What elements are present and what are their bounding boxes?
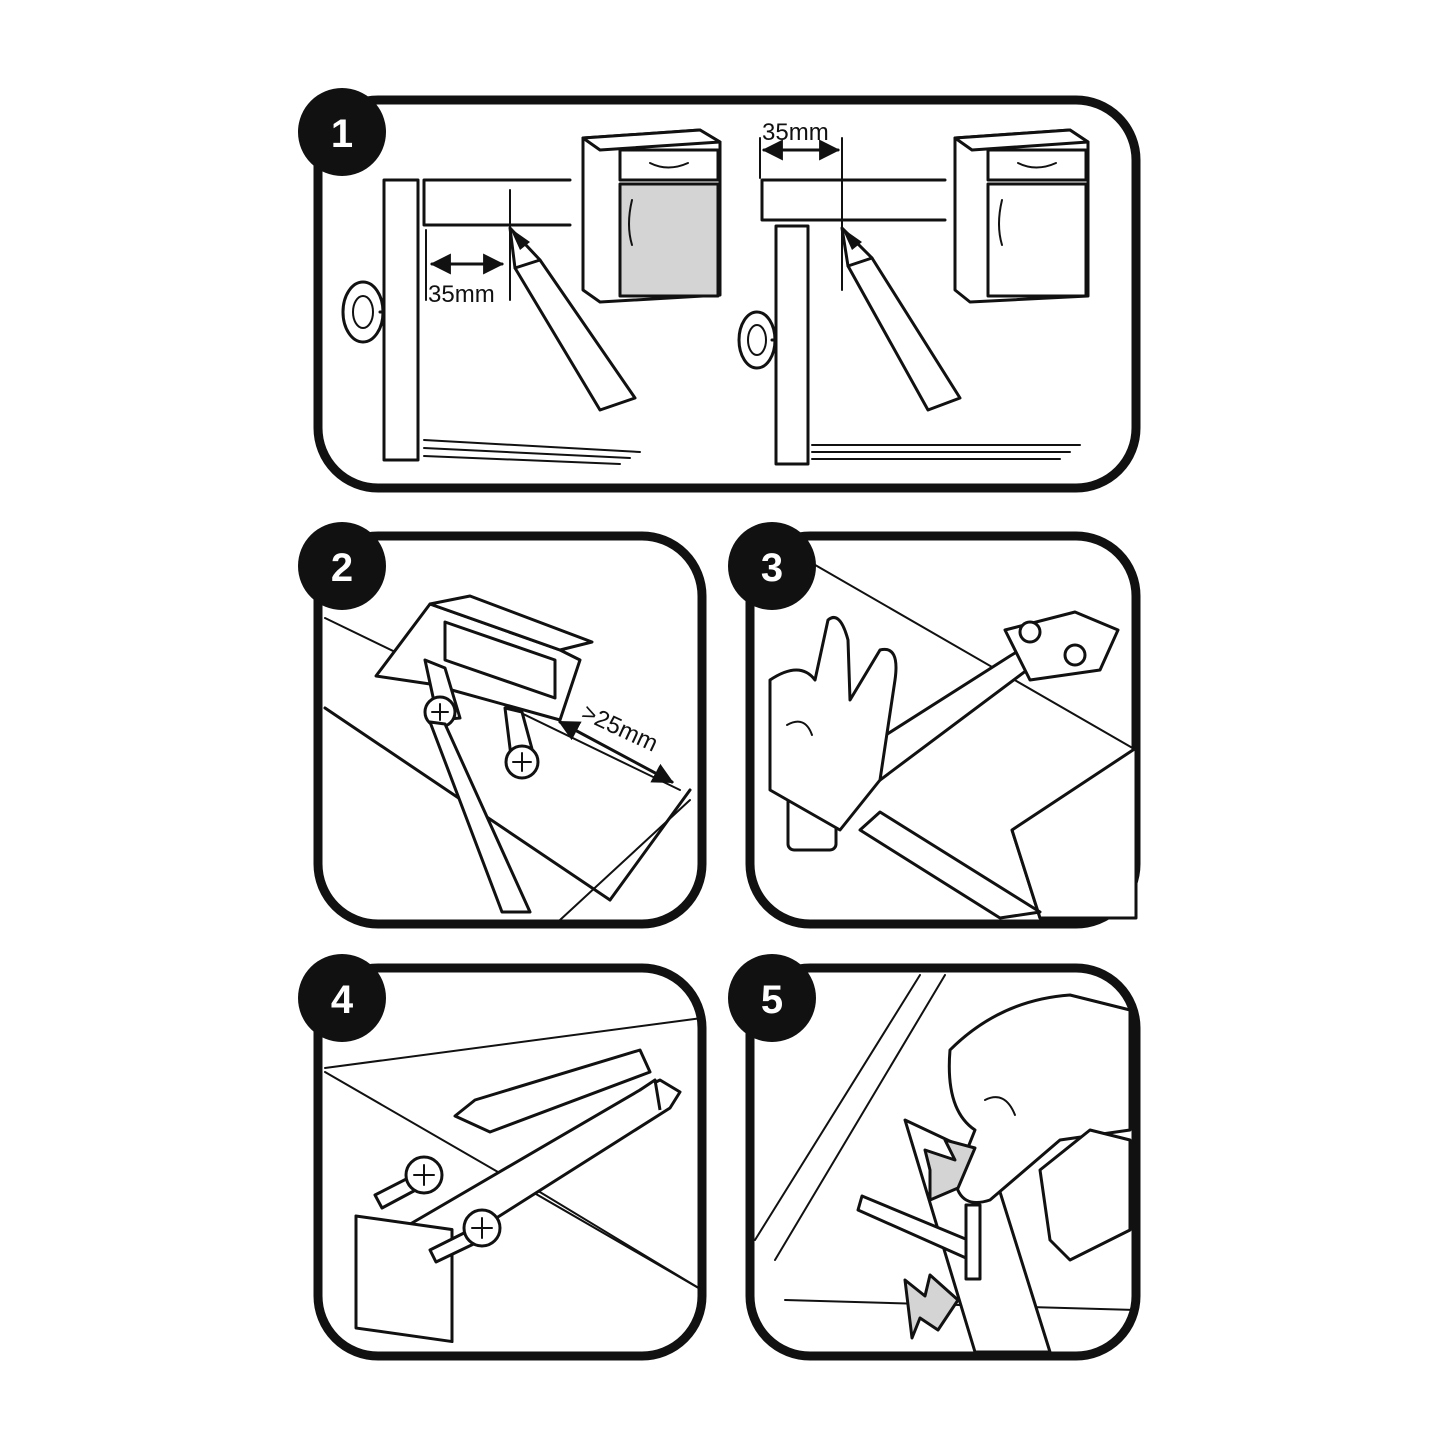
drawer-front-left	[382, 178, 420, 462]
cabinet-icon	[953, 128, 1090, 304]
step-badge: 4	[298, 954, 386, 1042]
drawer-front-right	[774, 224, 810, 466]
dimension-arrow	[558, 720, 674, 784]
knob-icon	[341, 280, 386, 344]
step-1-panel: 35mm 35mm	[298, 88, 1141, 493]
pencil-icon	[508, 226, 637, 412]
cabinet-icon	[581, 128, 722, 304]
screw-icon	[428, 1208, 502, 1264]
step-5-panel: 5	[728, 954, 1141, 1361]
latch-catch-icon	[964, 1203, 982, 1281]
screwdriver-icon	[428, 720, 532, 914]
dimension-label: 35mm	[428, 281, 495, 308]
step-2-panel: >25mm 2	[298, 522, 707, 929]
arrow-right-icon	[903, 1273, 960, 1340]
dimension-label: 35mm	[762, 119, 829, 146]
step-4-panel: 4	[298, 954, 707, 1361]
step-3-panel: 3	[728, 522, 1141, 929]
pencil-icon	[858, 810, 1042, 920]
svg-text:5: 5	[761, 978, 783, 1022]
svg-text:1: 1	[331, 112, 353, 156]
knob-icon	[737, 310, 778, 370]
step-badge: 2	[298, 522, 386, 610]
screw-icon	[373, 1155, 444, 1210]
hand-icon	[1038, 1128, 1132, 1262]
screw-icon	[503, 706, 540, 780]
step-badge: 3	[728, 522, 816, 610]
svg-text:2: 2	[331, 546, 353, 590]
pencil-icon	[840, 226, 962, 412]
svg-text:4: 4	[331, 978, 354, 1022]
svg-text:3: 3	[761, 546, 783, 590]
arrow-down-icon	[923, 1138, 977, 1202]
hand-icon	[768, 616, 898, 832]
step-badge: 5	[728, 954, 816, 1042]
screwdriver-icon	[453, 1048, 652, 1134]
catch-block-icon	[374, 594, 594, 722]
screw-icon	[423, 658, 462, 729]
latch-plate-icon	[354, 1214, 454, 1344]
hand-icon	[947, 993, 1132, 1204]
step-badge: 1	[298, 88, 386, 176]
